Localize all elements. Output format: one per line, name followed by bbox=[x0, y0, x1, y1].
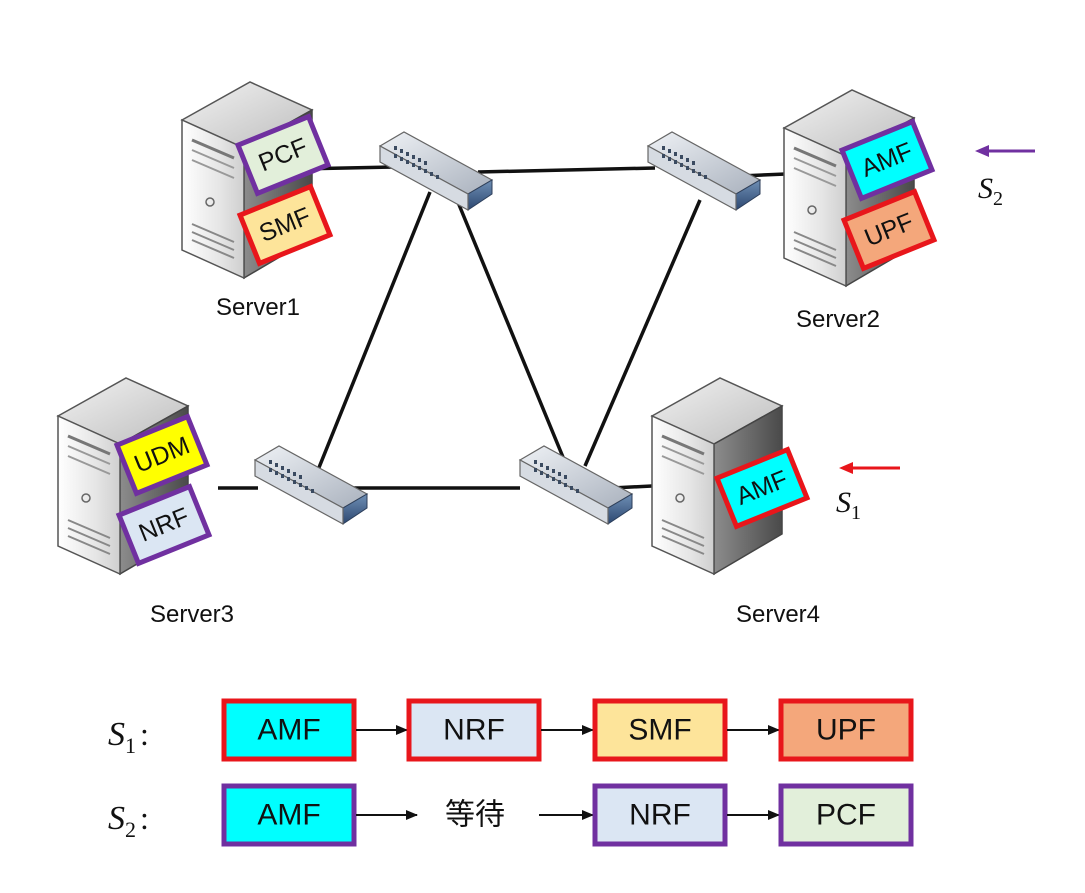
chain-step-upf: UPF bbox=[778, 698, 914, 762]
step-label: NRF bbox=[443, 714, 505, 747]
switch-2 bbox=[647, 131, 761, 211]
chain-step-amf: AMF bbox=[221, 783, 357, 847]
chain-step-nrf: NRF bbox=[592, 783, 728, 847]
nf-box-udm: UDM bbox=[113, 413, 211, 497]
chain-step-nrf: NRF bbox=[406, 698, 542, 762]
server-4: AMF Server4 bbox=[650, 376, 820, 628]
chain-s1: S1: AMF NRF SMF UPF bbox=[108, 698, 914, 762]
request-s1: S1 bbox=[836, 462, 900, 524]
nf-box-nrf: NRF bbox=[115, 483, 213, 567]
link-switch1-switch3 bbox=[316, 191, 432, 471]
server-2: AMF UPF Server2 bbox=[782, 88, 938, 333]
chain-s2: S2: AMF 等待 NRF PCF bbox=[108, 783, 914, 847]
chain-label: S1: bbox=[108, 716, 149, 758]
chain-step-pcf: PCF bbox=[778, 783, 914, 847]
request-label: S1 bbox=[836, 486, 861, 524]
link-switch1-switch2 bbox=[477, 166, 656, 174]
server-label: Server2 bbox=[796, 306, 880, 333]
chain-step-amf: AMF bbox=[221, 698, 357, 762]
network-links bbox=[218, 165, 787, 490]
server-label: Server1 bbox=[216, 294, 300, 321]
server-label: Server4 bbox=[736, 601, 820, 628]
chain-step-wait: 等待 bbox=[445, 799, 505, 832]
step-label: PCF bbox=[816, 799, 876, 832]
chain-step-smf: SMF bbox=[592, 698, 728, 762]
step-label: UPF bbox=[816, 714, 876, 747]
step-label: NRF bbox=[629, 799, 691, 832]
switch-1 bbox=[379, 131, 493, 211]
chain-label: S2: bbox=[108, 800, 149, 842]
nf-box-pcf: PCF bbox=[234, 113, 332, 197]
switch-3 bbox=[254, 445, 368, 525]
step-label: SMF bbox=[628, 714, 691, 747]
nf-box-upf: UPF bbox=[840, 188, 938, 272]
request-s2: S2 bbox=[975, 145, 1035, 210]
link-switch1-switch4 bbox=[453, 194, 567, 463]
switch-4 bbox=[519, 445, 633, 525]
step-label: AMF bbox=[257, 799, 320, 832]
link-switch2-switch4 bbox=[583, 199, 702, 467]
server-label: Server3 bbox=[150, 601, 234, 628]
nf-box-amf: AMF bbox=[838, 118, 936, 202]
nf-box-smf: SMF bbox=[236, 183, 334, 267]
server-1: PCF SMF Server1 bbox=[180, 80, 334, 321]
nf-box-amf: AMF bbox=[713, 446, 811, 530]
step-label: AMF bbox=[257, 714, 320, 747]
request-label: S2 bbox=[978, 172, 1003, 210]
server-3: UDM NRF Server3 bbox=[56, 376, 234, 628]
